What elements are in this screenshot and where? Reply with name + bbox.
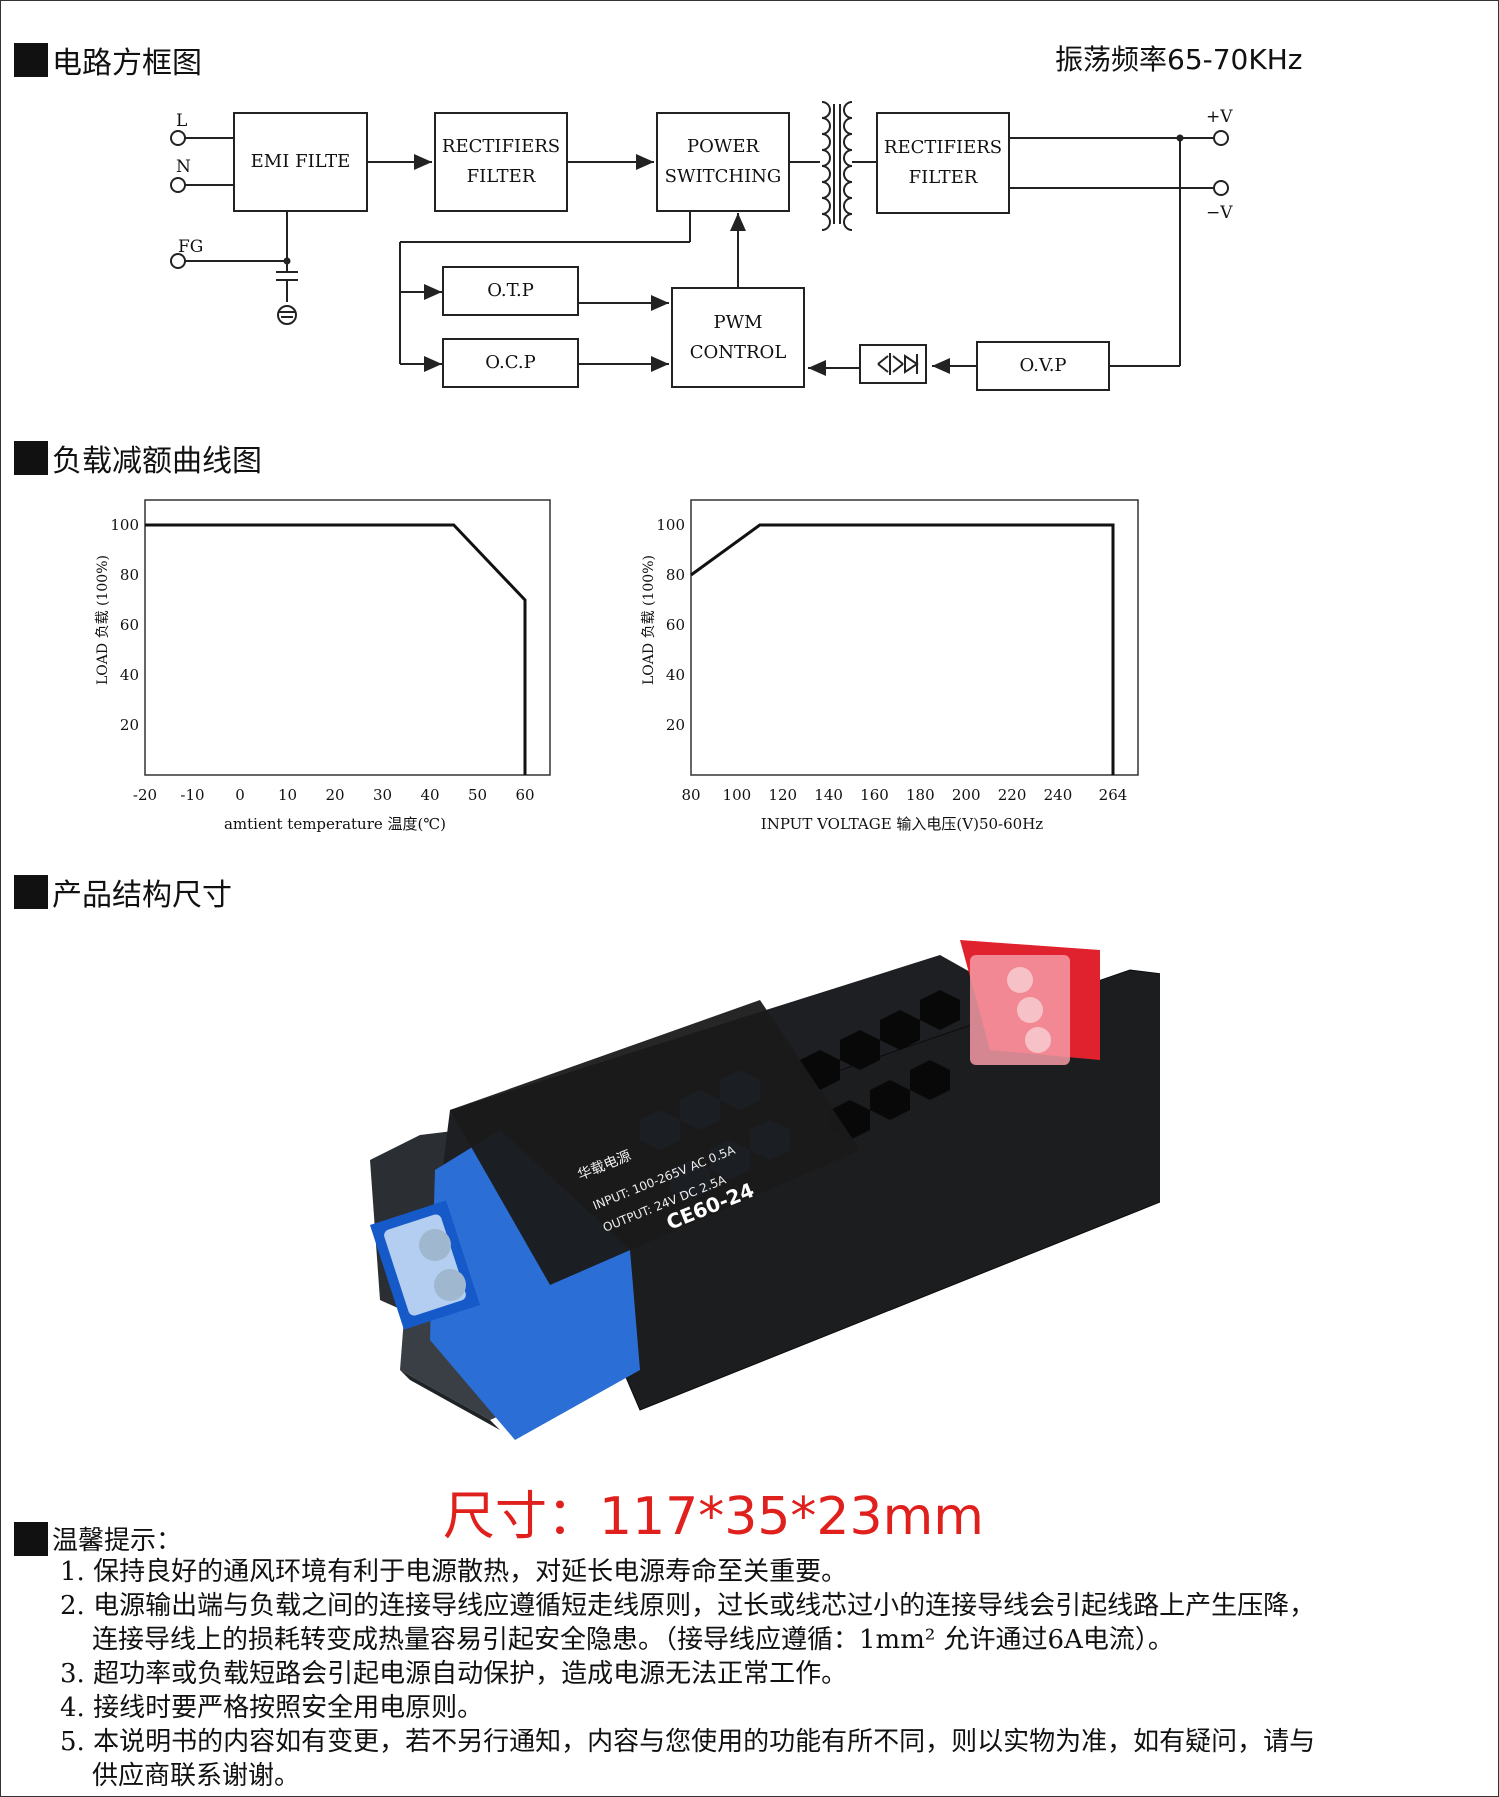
terminal-fg-label: FG bbox=[178, 237, 203, 257]
y-tick-label: 20 bbox=[666, 716, 685, 734]
frequency-note: 振荡频率65-70KHz bbox=[1055, 43, 1303, 76]
y-axis-label: LOAD 负载 (100%) bbox=[641, 555, 657, 685]
x-axis-label: INPUT VOLTAGE 输入电压(V)50-60Hz bbox=[761, 815, 1043, 833]
x-tick-label: 40 bbox=[420, 786, 439, 804]
y-tick-label: 100 bbox=[656, 516, 685, 534]
pwm-control-block: PWM CONTROL bbox=[671, 287, 805, 388]
section-marker-icon bbox=[14, 43, 48, 77]
derating-curve bbox=[690, 523, 1115, 775]
tip-item: 2. 电源输出端与负载之间的连接导线应遵循短走线原则，过长或线芯过小的连接导线会… bbox=[60, 1591, 1316, 1655]
x-tick-label: 264 bbox=[1099, 786, 1128, 804]
x-tick-label: -10 bbox=[180, 786, 204, 804]
y-tick-label: 80 bbox=[666, 566, 685, 584]
block-diagram-wires: L N FG +V −V bbox=[170, 101, 1233, 384]
x-tick-label: -20 bbox=[133, 786, 157, 804]
section-title: 温馨提示： bbox=[52, 1526, 183, 1556]
ovp-block: O.V.P bbox=[976, 341, 1110, 391]
y-tick-label: 100 bbox=[110, 516, 139, 534]
section-title: 电路方框图 bbox=[52, 46, 202, 81]
x-tick-label: 10 bbox=[278, 786, 297, 804]
y-tick-label: 40 bbox=[120, 666, 139, 684]
x-tick-label: 0 bbox=[235, 786, 245, 804]
terminal-n-label: N bbox=[176, 157, 191, 177]
x-tick-label: 120 bbox=[768, 786, 797, 804]
section-tips-header: 温馨提示： bbox=[14, 1520, 182, 1557]
x-tick-label: 30 bbox=[373, 786, 392, 804]
x-tick-label: 200 bbox=[952, 786, 981, 804]
section-title: 产品结构尺寸 bbox=[52, 878, 232, 913]
y-tick-label: 40 bbox=[666, 666, 685, 684]
x-axis-label: amtient temperature 温度(℃) bbox=[224, 815, 446, 833]
plot-frame bbox=[144, 499, 551, 776]
y-tick-label: 60 bbox=[120, 616, 139, 634]
x-tick-label: 140 bbox=[814, 786, 843, 804]
section-circuit-header: 电路方框图 bbox=[14, 38, 202, 82]
tip-item: 1. 保持良好的通风环境有利于电源散热，对延长电源寿命至关重要。 bbox=[60, 1557, 848, 1587]
x-tick-label: 60 bbox=[515, 786, 534, 804]
section-marker-icon bbox=[14, 441, 48, 475]
y-axis-label: LOAD 负载 (100%) bbox=[95, 555, 111, 685]
tip-item: 3. 超功率或负载短路会引起电源自动保护，造成电源无法正常工作。 bbox=[60, 1659, 848, 1689]
emi-filter-block: EMI FILTE bbox=[233, 112, 368, 212]
x-tick-label: 220 bbox=[998, 786, 1027, 804]
y-tick-label: 80 bbox=[120, 566, 139, 584]
ocp-block: O.C.P bbox=[442, 338, 579, 388]
section-title: 负载减额曲线图 bbox=[52, 444, 262, 479]
terminal-l-label: L bbox=[176, 111, 187, 131]
x-tick-label: 180 bbox=[906, 786, 935, 804]
x-tick-label: 160 bbox=[860, 786, 889, 804]
section-derating-header: 负载减额曲线图 bbox=[14, 436, 262, 480]
x-tick-label: 50 bbox=[468, 786, 487, 804]
y-tick-label: 60 bbox=[666, 616, 685, 634]
plot-frame bbox=[690, 499, 1139, 776]
tips-list: 1. 保持良好的通风环境有利于电源散热，对延长电源寿命至关重要。 2. 电源输出… bbox=[60, 1555, 1332, 1793]
product-photo: 华载电源 INPUT: 100-265V AC 0.5A OUTPUT: 24V… bbox=[369, 940, 1160, 1440]
tip-item: 4. 接线时要严格按照安全用电原则。 bbox=[60, 1693, 484, 1723]
rectifier-filter-input-block: RECTIFIERS FILTER bbox=[434, 112, 568, 212]
otp-block: O.T.P bbox=[442, 266, 579, 316]
terminal-plus-v-label: +V bbox=[1206, 107, 1233, 127]
y-tick-label: 20 bbox=[120, 716, 139, 734]
section-marker-icon bbox=[14, 875, 48, 909]
power-switching-block: POWER SWITCHING bbox=[656, 112, 790, 212]
tip-item: 5. 本说明书的内容如有变更，若不另行通知，内容与您使用的功能有所不同，则以实物… bbox=[60, 1727, 1316, 1791]
x-tick-label: 100 bbox=[723, 786, 752, 804]
section-structure-header: 产品结构尺寸 bbox=[14, 870, 232, 914]
rectifier-filter-output-block: RECTIFIERS FILTER bbox=[876, 112, 1010, 214]
product-dimensions: 尺寸：117*35*23mm bbox=[443, 1487, 984, 1547]
x-tick-label: 80 bbox=[681, 786, 700, 804]
x-tick-label: 20 bbox=[325, 786, 344, 804]
temperature-derating-chart: 20 40 60 80 100 -20 -10 0 10 20 30 40 50 60 amtient te… bbox=[95, 499, 551, 833]
section-marker-icon bbox=[14, 1521, 48, 1556]
derating-curve bbox=[145, 523, 527, 775]
terminal-minus-v-label: −V bbox=[1206, 203, 1233, 223]
x-tick-label: 240 bbox=[1044, 786, 1073, 804]
voltage-derating-chart: 20 40 60 80 100 80 100 120 140 160 180 200 220 240 264… bbox=[641, 499, 1139, 833]
